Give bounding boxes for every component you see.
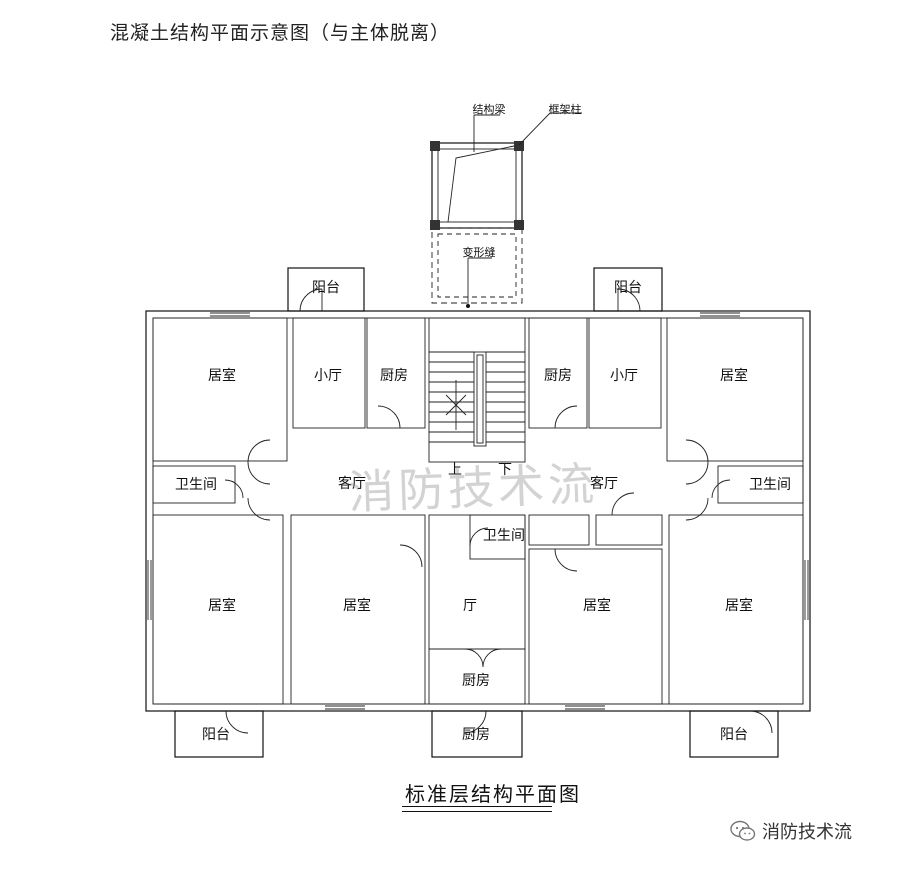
room-label-bedroom-bl2: 居室 — [343, 597, 371, 614]
room-label-kitchen-r: 厨房 — [544, 368, 572, 384]
room-label-hall-c: 厅 — [463, 598, 477, 614]
room-label-living-r: 客厅 — [590, 475, 618, 492]
main-building: 阳台 阳台 居室 小厅 厨房 厨房 小厅 居室 卫生间 客厅 上 下 客厅 卫生… — [145, 267, 811, 758]
room-label-kitchen-bc: 厨房 — [462, 727, 490, 743]
room-label-bedroom-tr: 居室 — [720, 367, 748, 384]
room-label-bath-l: 卫生间 — [175, 477, 217, 493]
diagram-caption: 混凝土结构平面示意图（与主体脱离） — [110, 22, 451, 44]
room-label-kitchen-c: 厨房 — [462, 673, 490, 689]
stair-label-down: 下 — [498, 462, 512, 478]
room-label-balcony-br: 阳台 — [720, 727, 748, 743]
wechat-badge: 消防技术流 — [730, 818, 852, 844]
external-frame: 结构梁 框架柱 变形缝 — [430, 102, 582, 308]
room-label-bath-r: 卫生间 — [749, 477, 791, 493]
beam-label: 结构梁 — [473, 102, 506, 116]
room-label-bath-c: 卫生间 — [483, 528, 525, 544]
room-label-small-hall-l: 小厅 — [314, 368, 342, 384]
joint-label: 变形缝 — [463, 245, 496, 259]
title-underline — [402, 811, 552, 812]
stair-treads — [429, 351, 525, 443]
column-marker — [430, 220, 440, 230]
window-marks — [147, 312, 809, 710]
column-marker — [514, 220, 524, 230]
room-label-bedroom-tl: 居室 — [208, 367, 236, 384]
room-label-small-hall-r: 小厅 — [610, 368, 638, 384]
door-swings — [224, 405, 731, 668]
room-label-bedroom-bl1: 居室 — [208, 597, 236, 614]
room-label-balcony-tr: 阳台 — [614, 280, 642, 296]
wechat-label: 消防技术流 — [762, 822, 852, 843]
title-underline — [402, 806, 552, 807]
room-label-bedroom-br1: 居室 — [583, 597, 611, 614]
room-label-living-l: 客厅 — [338, 475, 366, 492]
watermark: 消防技术流 — [347, 456, 599, 520]
column-marker — [430, 141, 440, 151]
wechat-icon — [730, 820, 756, 841]
room-label-balcony-tl: 阳台 — [312, 280, 340, 296]
room-label-bedroom-br2: 居室 — [725, 597, 753, 614]
stair-label-up: 上 — [448, 462, 462, 478]
plan-title: 标准层结构平面图 — [405, 782, 581, 806]
room-label-kitchen-l: 厨房 — [380, 368, 408, 384]
column-marker — [514, 141, 524, 151]
room-label-balcony-bl: 阳台 — [202, 727, 230, 743]
column-label: 框架柱 — [549, 102, 582, 116]
